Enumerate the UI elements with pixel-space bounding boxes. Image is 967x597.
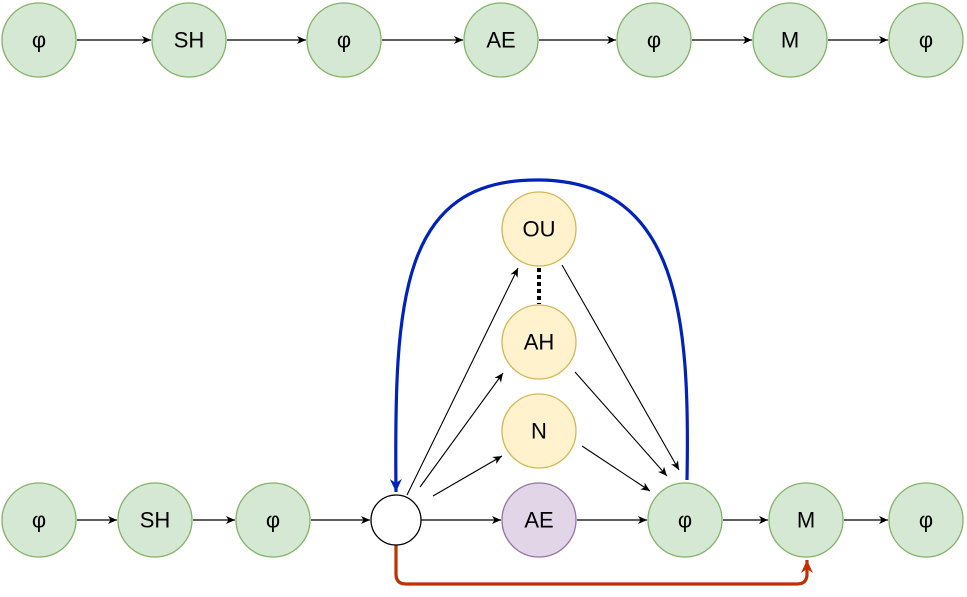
top-node-4: AE — [463, 2, 539, 78]
bottom-node-3: φ — [235, 482, 311, 558]
top-node-2: SH — [151, 2, 227, 78]
bottom-node-3-label: φ — [266, 508, 280, 533]
edge-junction-to-ah — [419, 372, 504, 488]
top-node-1: φ — [1, 2, 77, 78]
top-row: φ SH φ AE φ M φ — [1, 2, 964, 78]
top-node-5-label: φ — [647, 28, 661, 53]
bottom-node-2-label: SH — [140, 508, 171, 533]
edge-ah-to-phi — [574, 371, 668, 477]
top-node-7-label: φ — [919, 28, 933, 53]
bottom-node-ae-label: AE — [524, 508, 553, 533]
edge-ou-to-phi — [561, 264, 680, 471]
bottom-node-m-label: M — [797, 508, 815, 533]
bottom-node-ae: AE — [501, 482, 577, 558]
branch-node-ou-label: OU — [523, 217, 556, 242]
top-node-1-label: φ — [32, 28, 46, 53]
top-node-4-label: AE — [486, 28, 515, 53]
top-node-6: M — [752, 2, 828, 78]
top-node-3-label: φ — [337, 28, 351, 53]
bottom-node-1-label: φ — [32, 508, 46, 533]
top-node-3: φ — [306, 2, 382, 78]
skip-edge — [394, 544, 813, 586]
loop-back-edge — [389, 178, 690, 493]
top-node-2-label: SH — [174, 28, 205, 53]
edge-junction-to-ou — [406, 267, 519, 496]
branch-node-ah-label: AH — [524, 330, 555, 355]
bottom-node-last-label: φ — [919, 508, 933, 533]
branch-node-n-label: N — [531, 419, 547, 444]
top-node-5: φ — [616, 2, 692, 78]
bottom-node-phi-merge: φ — [647, 482, 723, 558]
top-node-6-label: M — [781, 28, 799, 53]
bottom-node-2: SH — [117, 482, 193, 558]
edge-n-to-phi — [581, 445, 651, 492]
bottom-node-1: φ — [1, 482, 77, 558]
top-node-7: φ — [888, 2, 964, 78]
branch-node-ou: OU — [501, 191, 577, 267]
bottom-node-phi-merge-label: φ — [678, 508, 692, 533]
branch-node-n: N — [501, 393, 577, 469]
bottom-node-m: M — [768, 482, 844, 558]
edge-junction-to-n — [432, 455, 503, 497]
branch-node-ah: AH — [501, 304, 577, 380]
bottom-node-last: φ — [888, 482, 964, 558]
bottom-row: OU AH N φ SH φ AE — [1, 178, 964, 586]
junction-node — [370, 494, 422, 546]
